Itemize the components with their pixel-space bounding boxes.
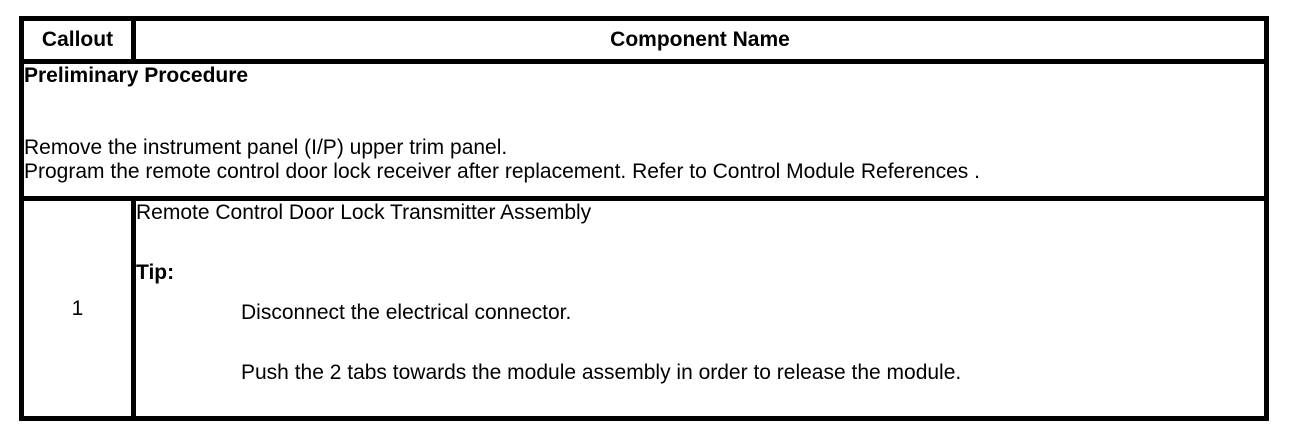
preliminary-procedure-steps: Remove the instrument panel (I/P) upper … [24, 136, 1264, 184]
preliminary-procedure-title: Preliminary Procedure [24, 64, 249, 87]
component-name: Remote Control Door Lock Transmitter Ass… [136, 201, 592, 224]
tip-label: Tip: [136, 261, 175, 284]
component-table: Callout Component Name Preliminary Proce… [19, 16, 1269, 421]
component-name-column-header: Component Name [131, 16, 1269, 64]
callout-number: 1 [19, 196, 136, 421]
preliminary-procedure-row: Preliminary Procedure Remove the instrum… [19, 59, 1269, 201]
tip-step-disconnect-connector: Disconnect the electrical connector. [241, 301, 572, 324]
component-description-cell: Remote Control Door Lock Transmitter Ass… [131, 196, 1269, 421]
callout-column-header: Callout [19, 16, 136, 64]
preliminary-procedure-cell: Preliminary Procedure Remove the instrum… [19, 59, 1269, 201]
tip-step-push-tabs: Push the 2 tabs towards the module assem… [241, 361, 962, 384]
preliminary-step-program-receiver: Program the remote control door lock rec… [24, 160, 980, 183]
preliminary-step-remove-trim-panel: Remove the instrument panel (I/P) upper … [24, 136, 508, 159]
table-header-row: Callout Component Name [19, 16, 1269, 64]
table-row: 1 Remote Control Door Lock Transmitter A… [19, 196, 1269, 421]
